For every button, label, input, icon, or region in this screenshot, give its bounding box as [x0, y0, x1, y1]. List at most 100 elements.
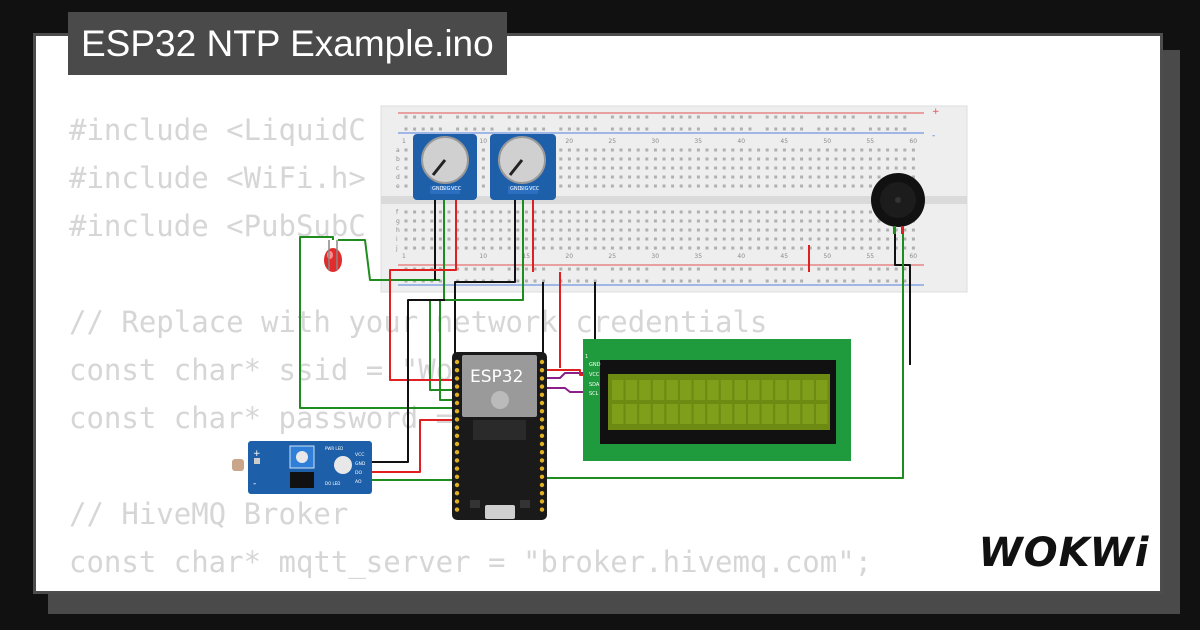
- lcd-cell: [748, 404, 760, 424]
- breadboard-hole: [585, 127, 589, 131]
- project-title[interactable]: ESP32 NTP Example.ino: [68, 12, 507, 75]
- lcd-cell: [680, 380, 692, 400]
- esp32-board[interactable]: ESP32: [452, 352, 547, 520]
- breadboard-hole: [464, 115, 468, 119]
- breadboard-column-number: 1: [402, 138, 406, 145]
- esp32-pin: [454, 491, 460, 496]
- breadboard-hole: [894, 279, 898, 283]
- breadboard-hole: [791, 115, 795, 119]
- breadboard-hole: [800, 219, 804, 223]
- breadboard-hole: [576, 210, 580, 214]
- breadboard-hole: [825, 267, 829, 271]
- breadboard-hole: [533, 127, 537, 131]
- breadboard-hole: [731, 148, 735, 152]
- breadboard-hole: [628, 148, 632, 152]
- breadboard-hole: [516, 127, 520, 131]
- breadboard-hole: [739, 175, 743, 179]
- breadboard-hole: [782, 219, 786, 223]
- breadboard-row-letter: e: [396, 183, 400, 190]
- red-led[interactable]: [324, 240, 342, 272]
- breadboard-hole: [473, 237, 477, 241]
- breadboard-hole: [911, 237, 915, 241]
- breadboard-hole: [602, 148, 606, 152]
- breadboard-hole: [886, 267, 890, 271]
- breadboard-hole: [456, 115, 460, 119]
- breadboard-hole: [911, 157, 915, 161]
- breadboard-hole: [567, 148, 571, 152]
- breadboard-hole: [782, 184, 786, 188]
- breadboard-hole: [550, 228, 554, 232]
- breadboard-hole: [834, 166, 838, 170]
- breadboard-hole: [456, 228, 460, 232]
- breadboard-hole: [524, 237, 528, 241]
- breadboard-hole: [765, 219, 769, 223]
- breadboard-hole: [817, 148, 821, 152]
- potentiometer-1[interactable]: [413, 134, 477, 200]
- lcd-pin-sda: SDA: [589, 382, 600, 388]
- breadboard-hole: [438, 127, 442, 131]
- rail-plus-label: +: [932, 107, 940, 117]
- wokwi-logo: WOKWi: [976, 527, 1152, 579]
- breadboard-hole: [645, 148, 649, 152]
- breadboard-hole: [628, 184, 632, 188]
- breadboard-hole: [679, 157, 683, 161]
- breadboard-hole: [722, 184, 726, 188]
- esp32-pin: [539, 368, 545, 373]
- breadboard-hole: [645, 279, 649, 283]
- esp32-pin: [454, 417, 460, 422]
- breadboard-hole: [524, 219, 528, 223]
- breadboard-hole: [886, 148, 890, 152]
- breadboard-hole: [886, 127, 890, 131]
- breadboard-hole: [507, 267, 511, 271]
- breadboard-hole: [774, 246, 778, 250]
- breadboard-hole: [714, 175, 718, 179]
- breadboard-hole: [705, 148, 709, 152]
- breadboard-column-number: 55: [866, 253, 874, 260]
- breadboard-hole: [679, 115, 683, 119]
- breadboard-row-letter: f: [396, 209, 399, 216]
- breadboard-hole: [610, 210, 614, 214]
- breadboard-hole: [533, 219, 537, 223]
- breadboard-hole: [739, 237, 743, 241]
- breadboard-hole: [430, 228, 434, 232]
- breadboard-hole: [696, 157, 700, 161]
- lcd-cell: [734, 380, 746, 400]
- breadboard-hole: [808, 157, 812, 161]
- breadboard-hole: [567, 237, 571, 241]
- breadboard-hole: [714, 228, 718, 232]
- lcd-cell: [788, 380, 801, 400]
- breadboard-hole: [490, 115, 494, 119]
- esp32-pin: [454, 384, 460, 389]
- ldr-pin-vcc: VCC: [355, 452, 364, 458]
- breadboard-hole: [800, 184, 804, 188]
- breadboard-column-number: 1: [402, 253, 406, 260]
- esp32-pin: [539, 417, 545, 422]
- breadboard-hole: [490, 210, 494, 214]
- breadboard-hole: [421, 237, 425, 241]
- pot2-pin-sig: SIG: [520, 186, 529, 192]
- breadboard-hole: [877, 115, 881, 119]
- esp32-pin: [539, 433, 545, 438]
- potentiometer-2[interactable]: [490, 134, 556, 200]
- breadboard-hole: [636, 267, 640, 271]
- breadboard-hole: [559, 175, 563, 179]
- breadboard-hole: [628, 127, 632, 131]
- breadboard-hole: [748, 127, 752, 131]
- breadboard-hole: [739, 267, 743, 271]
- breadboard-hole: [610, 246, 614, 250]
- buzzer[interactable]: [871, 173, 925, 234]
- esp32-pin: [539, 491, 545, 496]
- breadboard-hole: [464, 127, 468, 131]
- lcd-display[interactable]: GND VCC SDA SCL 1: [583, 339, 851, 461]
- breadboard-hole: [628, 166, 632, 170]
- esp32-pin: [454, 499, 460, 504]
- breadboard-hole: [765, 237, 769, 241]
- breadboard-hole: [456, 219, 460, 223]
- breadboard-hole: [757, 166, 761, 170]
- breadboard-hole: [739, 279, 743, 283]
- breadboard-hole: [542, 279, 546, 283]
- breadboard-hole: [413, 115, 417, 119]
- ldr-sensor-module[interactable]: - + VCC GND DO AO PWR LED DO LED: [232, 441, 372, 494]
- breadboard-row-letter: g: [396, 218, 400, 225]
- breadboard-hole: [602, 210, 606, 214]
